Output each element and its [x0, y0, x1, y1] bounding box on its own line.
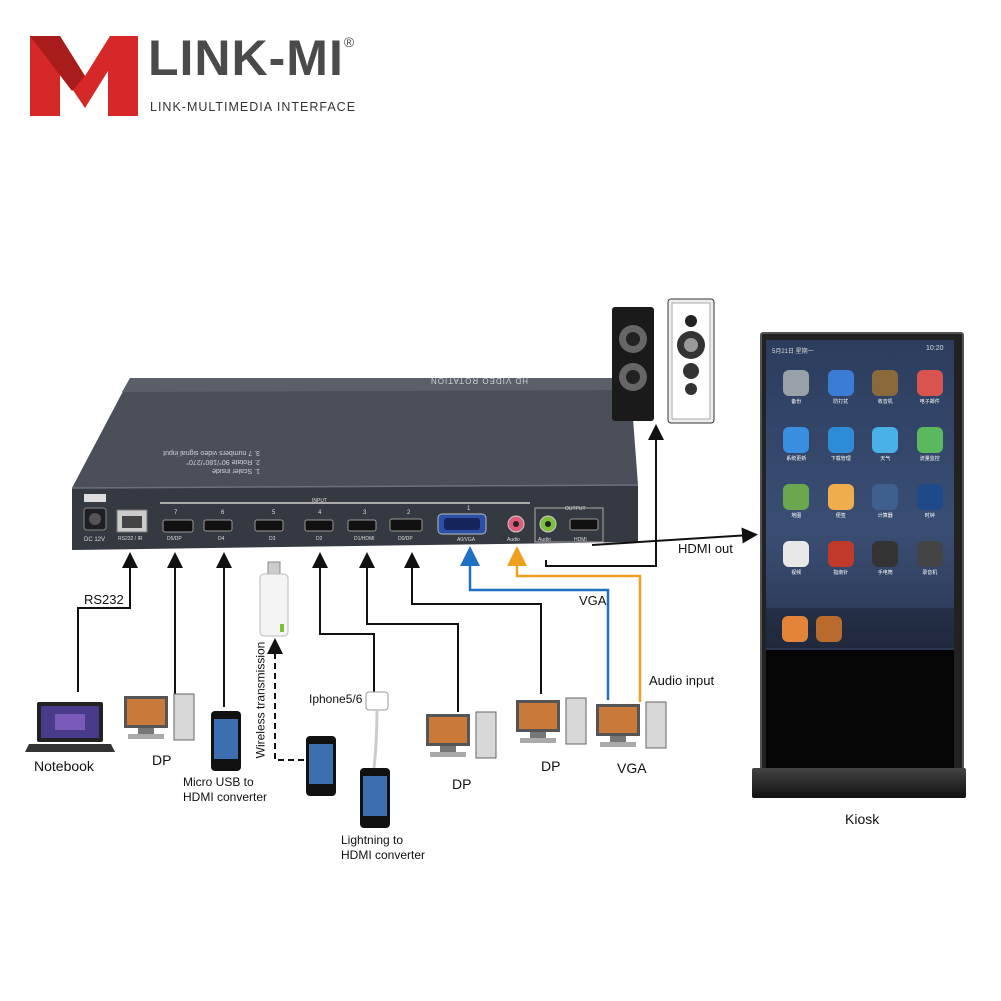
kiosk-app: 流量监控: [908, 427, 953, 462]
wireless-label: Wireless transmission: [253, 641, 268, 759]
dp-cable-2: [404, 552, 542, 694]
smartphone-icon: [360, 768, 390, 828]
kiosk-app: 便签: [819, 484, 864, 519]
pc-icon: [516, 697, 587, 745]
kiosk-app: 指南针: [819, 541, 864, 576]
micro-usb-label-2: HDMI converter: [183, 790, 268, 804]
kiosk-status-left: 5月21日 星期一: [772, 349, 814, 355]
kiosk-app: 地图: [774, 484, 819, 519]
kiosk-app: 系统更新: [774, 427, 819, 462]
output-section-label: OUTPUT: [565, 506, 586, 512]
iphone-label: Iphone5/6: [309, 692, 363, 706]
kiosk-device: 5月21日 星期一 10:20 备份 防打扰 收音机 电子邮件 系统更新 下载管…: [752, 332, 966, 798]
cable-3: [359, 552, 459, 712]
kiosk-app: 收音机: [863, 370, 908, 405]
notebook-label: Notebook: [34, 758, 94, 774]
input-section-label: INPUT: [312, 498, 327, 504]
pc-icon: [124, 693, 195, 741]
link-mi-logo-icon: [30, 36, 138, 116]
kiosk-app: 备份: [774, 370, 819, 405]
pc-icon: [596, 701, 667, 749]
kiosk-label: Kiosk: [845, 811, 880, 827]
wireless-link: [267, 638, 304, 761]
kiosk-screen: 5月21日 星期一 10:20 备份 防打扰 收音机 电子邮件 系统更新 下载管…: [766, 340, 954, 650]
hdmi-out-label: HDMI out: [678, 541, 733, 556]
vga-cable: [460, 546, 610, 700]
kiosk-app-grid: 备份 防打扰 收音机 电子邮件 系统更新 下载管理 天气 流量监控 地图 便签 …: [774, 370, 952, 576]
lightning-label-2: HDMI converter: [341, 848, 426, 862]
audio-input-label: Audio input: [649, 673, 715, 688]
hdmi-out-cable: [591, 527, 758, 546]
wireless-dongle-icon: [259, 561, 289, 637]
rs232-label: RS232: [84, 592, 124, 607]
kiosk-app: 防打扰: [819, 370, 864, 405]
kiosk-app: 天气: [863, 427, 908, 462]
speaker-cable: [545, 424, 664, 567]
kiosk-app: 时钟: [908, 484, 953, 519]
vga-label: VGA: [617, 760, 647, 776]
dp-label-1: DP: [152, 752, 172, 768]
notebook-icon: [25, 702, 115, 752]
kiosk-app: 下载管理: [819, 427, 864, 462]
kiosk-app: 录音机: [908, 541, 953, 576]
smartphone-icon: [211, 711, 241, 771]
kiosk-app: 视频: [774, 541, 819, 576]
kiosk-app: 手电筒: [863, 541, 908, 576]
lightning-adapter-icon: [365, 691, 389, 769]
video-rotation-device: [71, 378, 639, 550]
micro-usb-label-1: Micro USB to: [183, 775, 254, 789]
iphone-cable-4: [312, 552, 375, 694]
lightning-label-1: Lightning to: [341, 833, 404, 847]
brand-tagline: LINK-MULTIMEDIA INTERFACE: [150, 100, 357, 114]
kiosk-base: [752, 768, 966, 798]
speaker-icon: [612, 298, 715, 424]
dp-label-3: DP: [541, 758, 561, 774]
pc-icon: [426, 711, 497, 759]
brand-name: LINK-MI®: [148, 30, 356, 86]
power-label: DC 12V: [84, 537, 106, 543]
dp-label-2: DP: [452, 776, 472, 792]
vga-connection-label: VGA: [579, 593, 607, 608]
kiosk-app: 电子邮件: [908, 370, 953, 405]
kiosk-app: 计算器: [863, 484, 908, 519]
kiosk-status-right: 10:20: [926, 345, 944, 352]
rs232-cable: [77, 552, 138, 692]
audio-input-cable: [507, 546, 642, 702]
smartphone-icon: [306, 736, 336, 796]
kiosk-dock: [766, 608, 954, 648]
